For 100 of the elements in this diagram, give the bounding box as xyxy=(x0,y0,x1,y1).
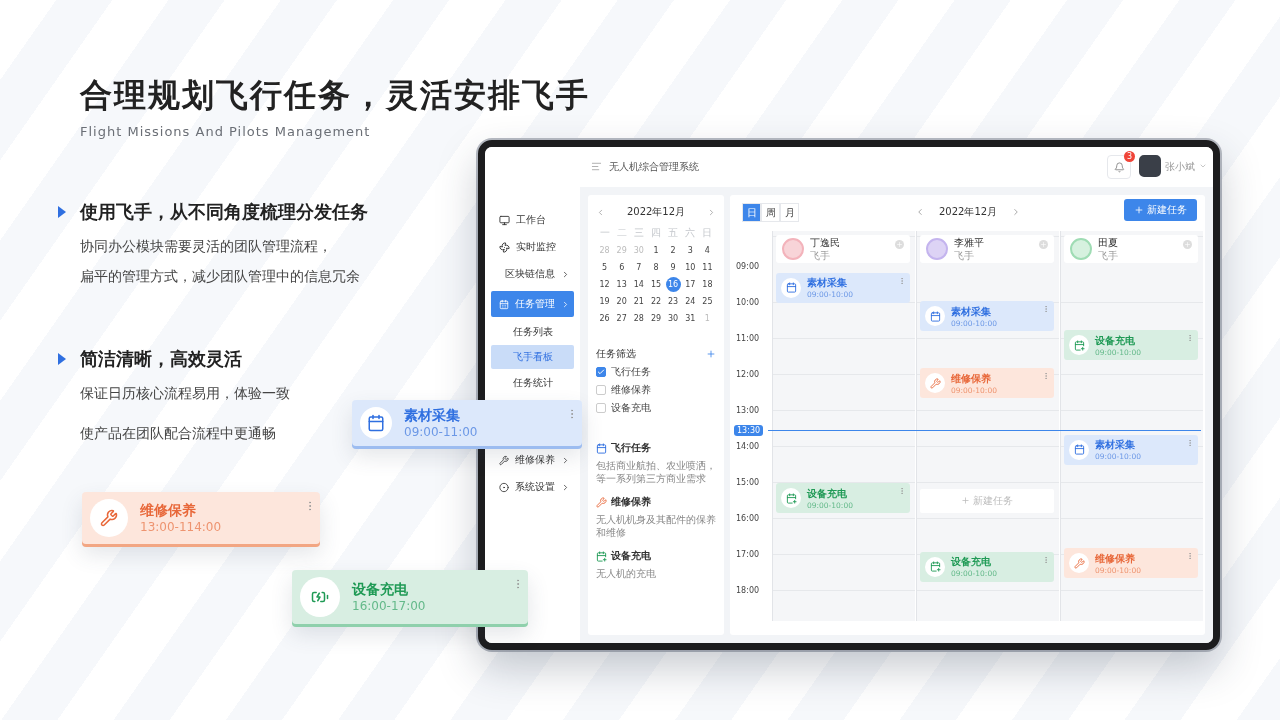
subtitle: Flight Missions And Pilots Management xyxy=(80,124,371,139)
date-number: 19 xyxy=(598,296,611,308)
event-card xyxy=(920,301,1054,332)
slot-label: 新建任务 xyxy=(973,493,1013,508)
date-number: 2 xyxy=(669,245,677,257)
date-number: 13 xyxy=(615,279,628,291)
new-task-slot xyxy=(920,488,1054,513)
date-number: 26 xyxy=(598,313,611,325)
time-label: 18:00 xyxy=(736,586,760,595)
date-number: 7 xyxy=(635,262,643,274)
section-heading: 简洁清晰，高效灵活 xyxy=(80,347,242,371)
date-number: 28 xyxy=(632,313,645,325)
view-tab: 月 xyxy=(780,203,799,222)
notification-badge: 3 xyxy=(1124,151,1135,162)
date-number: 29 xyxy=(649,313,663,325)
checkbox-label: 飞行任务 xyxy=(611,365,651,379)
time-label: 13:00 xyxy=(736,406,760,415)
task-type-title: 维修保养 xyxy=(611,495,651,509)
date-number: 27 xyxy=(615,313,628,325)
time-label: 15:00 xyxy=(736,478,760,487)
pilot-role: 飞手 xyxy=(954,250,975,262)
event-title: 素材采集 xyxy=(807,276,848,291)
task-title: 设备充电 xyxy=(352,581,409,599)
task-type-description: 无人机机身及其配件的保养和维修 xyxy=(596,513,716,539)
task-time: 16:00-17:00 xyxy=(352,599,426,613)
selected-menu-item: 飞手看板 xyxy=(491,345,574,369)
date-number: 1 xyxy=(652,245,660,257)
date-number: 24 xyxy=(684,296,697,308)
time-label: 10:00 xyxy=(736,298,760,307)
date-number: 11 xyxy=(701,262,714,274)
menu-item: 工作台 xyxy=(491,209,574,231)
menu-item: 区块链信息 xyxy=(491,263,574,285)
month-label: 2022年12月 xyxy=(626,205,686,219)
checkbox-label: 设备充电 xyxy=(611,401,651,415)
month-label: 2022年12月 xyxy=(939,205,998,219)
date-number: 20 xyxy=(615,296,628,308)
user-name: 张小斌 xyxy=(1165,160,1195,174)
date-number: 23 xyxy=(667,296,680,308)
schedule-panel xyxy=(730,195,1205,635)
time-label: 17:00 xyxy=(736,550,760,559)
date-number: 4 xyxy=(703,245,711,257)
event-title: 素材采集 xyxy=(1095,438,1136,453)
pilot-name: 李雅平 xyxy=(954,236,984,250)
event-title: 设备充电 xyxy=(951,555,992,570)
menu-item: 系统设置 xyxy=(491,476,574,498)
selected-date: 16 xyxy=(665,277,681,292)
task-title: 维修保养 xyxy=(140,502,197,520)
current-time-badge: 13:30 xyxy=(734,425,764,436)
task-time: 13:00-114:00 xyxy=(140,520,222,534)
event-card xyxy=(920,368,1054,398)
date-number: 17 xyxy=(684,279,697,291)
device-screen xyxy=(478,140,1220,650)
checkbox-label: 维修保养 xyxy=(611,383,651,397)
task-time: 09:00-11:00 xyxy=(404,425,478,439)
page-title: 合理规划飞行任务，灵活安排飞手 xyxy=(80,75,590,116)
body-text: 协同办公模块需要灵活的团队管理流程， xyxy=(80,238,332,256)
date-number: 15 xyxy=(649,279,663,291)
pilot-role: 飞手 xyxy=(1098,250,1118,262)
body-text: 使产品在团队配合流程中更通畅 xyxy=(80,425,276,443)
pilot-name: 田夏 xyxy=(1098,236,1118,250)
task-type-description: 无人机的充电 xyxy=(596,567,657,580)
date-number: 25 xyxy=(701,296,714,308)
date-number: 5 xyxy=(601,262,609,274)
section-heading: 使用飞手，从不同角度梳理分发任务 xyxy=(80,200,368,224)
date-number: 6 xyxy=(618,262,626,274)
event-card xyxy=(1064,330,1198,361)
body-text: 扁平的管理方式，减少团队管理中的信息冗余 xyxy=(80,268,360,286)
date-number: 14 xyxy=(632,279,645,291)
event-title: 设备充电 xyxy=(1095,333,1136,348)
menu-item: 任务列表 xyxy=(512,325,554,339)
event-title: 素材采集 xyxy=(951,304,992,319)
task-card xyxy=(82,492,320,544)
menu-item: 实时监控 xyxy=(491,236,574,258)
date-number: 1 xyxy=(703,313,711,325)
task-type-description: 包括商业航拍、农业喷洒，等一系列第三方商业需求 xyxy=(596,459,716,485)
pilot-name: 丁逸民 xyxy=(810,236,840,250)
new-task-button: 新建任务 xyxy=(1124,199,1197,221)
event-card xyxy=(776,483,910,514)
filter-title: 任务筛选 xyxy=(596,347,636,361)
date-number: 9 xyxy=(669,262,677,274)
date-number: 8 xyxy=(652,262,660,274)
event-title: 维修保养 xyxy=(951,371,992,386)
app-title: 无人机综合管理系统 xyxy=(609,160,699,174)
task-type-title: 飞行任务 xyxy=(611,441,651,455)
date-number: 21 xyxy=(632,296,645,308)
menu-item: 维修保养 xyxy=(491,449,574,471)
event-card xyxy=(920,551,1054,582)
date-number: 10 xyxy=(684,262,697,274)
task-type-title: 设备充电 xyxy=(611,549,651,563)
date-number: 28 xyxy=(598,245,611,257)
event-title: 设备充电 xyxy=(807,486,848,501)
pilot-header-card xyxy=(920,235,1054,263)
date-number: 18 xyxy=(701,279,714,291)
time-label: 11:00 xyxy=(736,334,760,343)
time-label: 16:00 xyxy=(736,514,760,523)
date-number: 31 xyxy=(684,313,697,325)
menu-item: 任务统计 xyxy=(512,376,554,390)
task-card xyxy=(352,400,582,446)
task-card xyxy=(292,570,528,624)
pilot-header-card xyxy=(1064,235,1198,263)
